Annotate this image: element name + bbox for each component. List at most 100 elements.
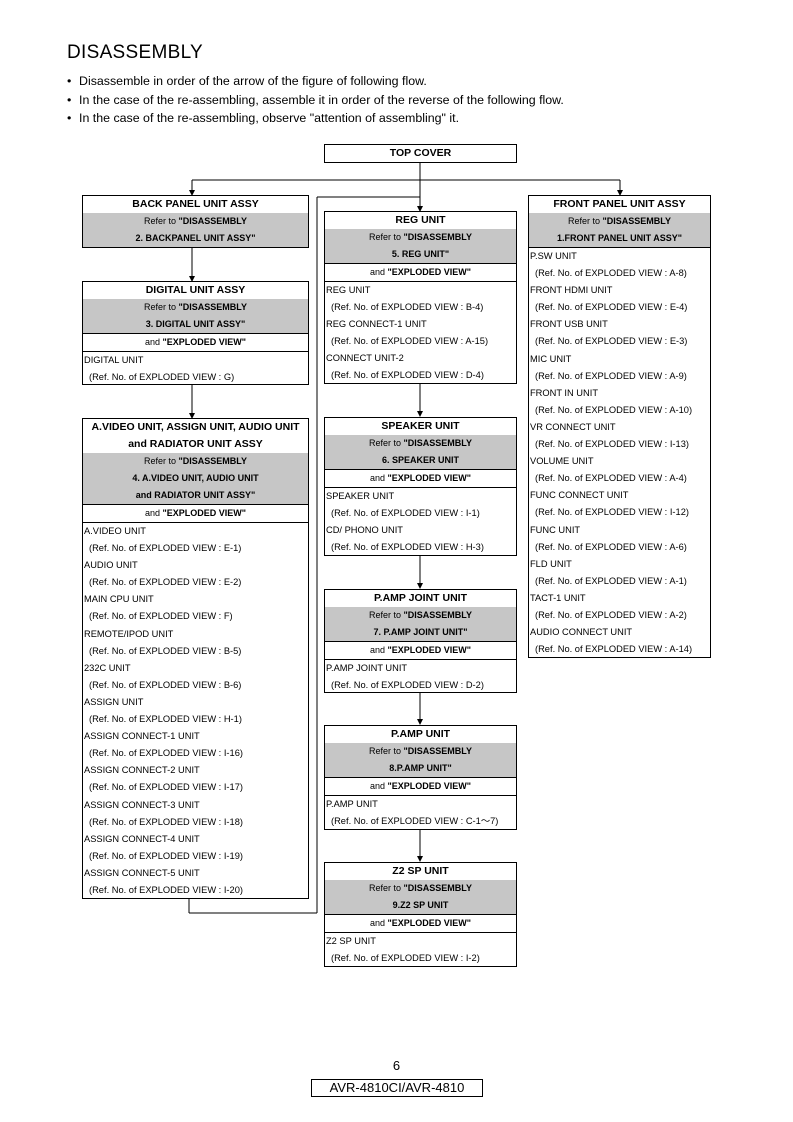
- unit-ref: (Ref. No. of EXPLODED VIEW : A-2): [535, 609, 687, 620]
- unit-ref: (Ref. No. of EXPLODED VIEW : H-1): [89, 714, 242, 725]
- reference-line: and RADIATOR UNIT ASSY": [83, 487, 308, 504]
- unit-name: AUDIO UNIT: [84, 560, 138, 571]
- reference-line: 1.FRONT PANEL UNIT ASSY": [529, 230, 710, 247]
- unit-name: REG UNIT: [326, 285, 371, 295]
- reference-prefix: and: [369, 645, 388, 655]
- unit-name: ASSIGN CONNECT-2 UNIT: [84, 765, 200, 776]
- box-title: FRONT PANEL UNIT ASSY: [553, 198, 686, 210]
- unit-name: VR CONNECT UNIT: [530, 421, 616, 432]
- reference-line: Refer to "DISASSEMBLY: [83, 213, 308, 230]
- reference-text: "DISASSEMBLY: [403, 883, 472, 893]
- unit-ref: (Ref. No. of EXPLODED VIEW : B-4): [331, 302, 484, 313]
- model-number: AVR-4810CI/AVR-4810: [311, 1079, 483, 1097]
- unit-name: CD/ PHONO UNIT: [326, 525, 403, 536]
- unit-list: A.VIDEO UNIT (Ref. No. of EXPLODED VIEW :…: [83, 522, 308, 899]
- reference-text: "DISASSEMBLY: [178, 216, 247, 226]
- reference-text: 4. A.VIDEO UNIT, AUDIO UNIT: [132, 473, 259, 483]
- instruction-item: In the case of the re-assembling, assemb…: [67, 91, 564, 110]
- reference-text: "EXPLODED VIEW": [387, 918, 472, 928]
- box-title: BACK PANEL UNIT ASSY: [132, 198, 259, 210]
- reference-line: 2. BACKPANEL UNIT ASSY": [83, 230, 308, 247]
- pamp-unit-box: P.AMP UNIT Refer to "DISASSEMBLY 8.P.AMP U…: [324, 725, 517, 830]
- unit-name: FRONT HDMI UNIT: [530, 285, 613, 296]
- reference-text: "DISASSEMBLY: [602, 216, 671, 226]
- unit-ref: (Ref. No. of EXPLODED VIEW : I-13): [535, 439, 689, 450]
- reference-line: Refer to "DISASSEMBLY: [83, 299, 308, 316]
- reference-prefix: Refer to: [144, 302, 179, 312]
- reference-text: "DISASSEMBLY: [403, 746, 472, 756]
- reference-prefix: Refer to: [369, 883, 404, 893]
- reference-line: and "EXPLODED VIEW": [325, 914, 516, 932]
- reference-line: Refer to "DISASSEMBLY: [325, 743, 516, 760]
- reference-prefix: Refer to: [144, 456, 179, 466]
- unit-name: P.AMP JOINT UNIT: [326, 663, 408, 673]
- box-reference: Refer to "DISASSEMBLY 4. A.VIDEO UNIT, AU…: [83, 453, 308, 522]
- reference-line: and "EXPLODED VIEW": [83, 333, 308, 351]
- top-cover-box: TOP COVER: [324, 144, 517, 163]
- reference-line: Refer to "DISASSEMBLY: [325, 435, 516, 452]
- reference-line: Refer to "DISASSEMBLY: [529, 213, 710, 230]
- unit-name: MIC UNIT: [530, 353, 572, 364]
- reference-line: 7. P.AMP JOINT UNIT": [325, 624, 516, 641]
- reference-text: "EXPLODED VIEW": [162, 337, 247, 347]
- reference-prefix: Refer to: [369, 232, 404, 242]
- reference-text: "EXPLODED VIEW": [162, 508, 247, 518]
- reference-line: and "EXPLODED VIEW": [325, 263, 516, 281]
- reference-line: and "EXPLODED VIEW": [83, 504, 308, 522]
- box-title: A.VIDEO UNIT, ASSIGN UNIT, AUDIO UNIT: [91, 421, 300, 433]
- unit-name: ASSIGN CONNECT-3 UNIT: [84, 799, 200, 810]
- reference-prefix: Refer to: [568, 216, 603, 226]
- reference-line: and "EXPLODED VIEW": [325, 777, 516, 795]
- reference-prefix: Refer to: [369, 746, 404, 756]
- box-title: P.AMP JOINT UNIT: [374, 592, 467, 604]
- unit-name: CONNECT UNIT-2: [326, 353, 404, 364]
- unit-ref: (Ref. No. of EXPLODED VIEW : I-20): [89, 884, 243, 895]
- reference-text: "EXPLODED VIEW": [387, 267, 472, 277]
- reference-line: Refer to "DISASSEMBLY: [83, 453, 308, 470]
- unit-ref: (Ref. No. of EXPLODED VIEW : A-15): [331, 336, 489, 347]
- reference-text: 8.P.AMP UNIT": [389, 763, 452, 773]
- reference-text: and RADIATOR UNIT ASSY": [135, 490, 256, 500]
- unit-ref: (Ref. No. of EXPLODED VIEW : C-1～7): [331, 816, 499, 827]
- front-panel-unit-assy-box: FRONT PANEL UNIT ASSY Refer to "DISASSEMB…: [528, 195, 711, 658]
- reference-text: "EXPLODED VIEW": [387, 781, 472, 791]
- page-number: 6: [392, 1058, 401, 1073]
- unit-name: A.VIDEO UNIT: [84, 526, 146, 536]
- reference-line: 4. A.VIDEO UNIT, AUDIO UNIT: [83, 470, 308, 487]
- box-title: and RADIATOR UNIT ASSY: [128, 438, 263, 450]
- reference-line: Refer to "DISASSEMBLY: [325, 607, 516, 624]
- reference-text: "DISASSEMBLY: [403, 438, 472, 448]
- unit-list: P.AMP JOINT UNIT (Ref. No. of EXPLODED VI…: [325, 659, 516, 694]
- reference-prefix: Refer to: [144, 216, 179, 226]
- unit-name: FRONT USB UNIT: [530, 319, 608, 330]
- box-title: P.AMP UNIT: [390, 728, 451, 740]
- unit-name: MAIN CPU UNIT: [84, 594, 154, 605]
- box-title: REG UNIT: [395, 214, 446, 226]
- page-title: DISASSEMBLY: [67, 42, 203, 63]
- unit-ref: (Ref. No. of EXPLODED VIEW : D-2): [331, 680, 484, 691]
- unit-ref: (Ref. No. of EXPLODED VIEW : G): [89, 372, 235, 383]
- back-panel-unit-assy-box: BACK PANEL UNIT ASSY Refer to "DISASSEMBL…: [82, 195, 309, 248]
- unit-name: TACT-1 UNIT: [530, 592, 586, 603]
- reference-prefix: and: [369, 781, 388, 791]
- unit-list: SPEAKER UNIT(Ref. No. of EXPLODED VIEW :…: [325, 487, 516, 556]
- unit-list: P.SW UNIT(Ref. No. of EXPLODED VIEW : A-…: [529, 247, 710, 658]
- reference-prefix: and: [144, 508, 163, 518]
- unit-list: P.AMP UNIT(Ref. No. of EXPLODED VIEW : C…: [325, 795, 516, 830]
- reference-line: Refer to "DISASSEMBLY: [325, 880, 516, 897]
- reference-line: 9.Z2 SP UNIT: [325, 897, 516, 914]
- unit-ref: (Ref. No. of EXPLODED VIEW : A-14): [535, 644, 693, 655]
- unit-name: AUDIO CONNECT UNIT: [530, 627, 633, 638]
- reference-line: 5. REG UNIT": [325, 246, 516, 263]
- box-title: SPEAKER UNIT: [381, 420, 460, 432]
- unit-name: ASSIGN CONNECT-5 UNIT: [84, 867, 200, 878]
- box-title: Z2 SP UNIT: [392, 865, 449, 877]
